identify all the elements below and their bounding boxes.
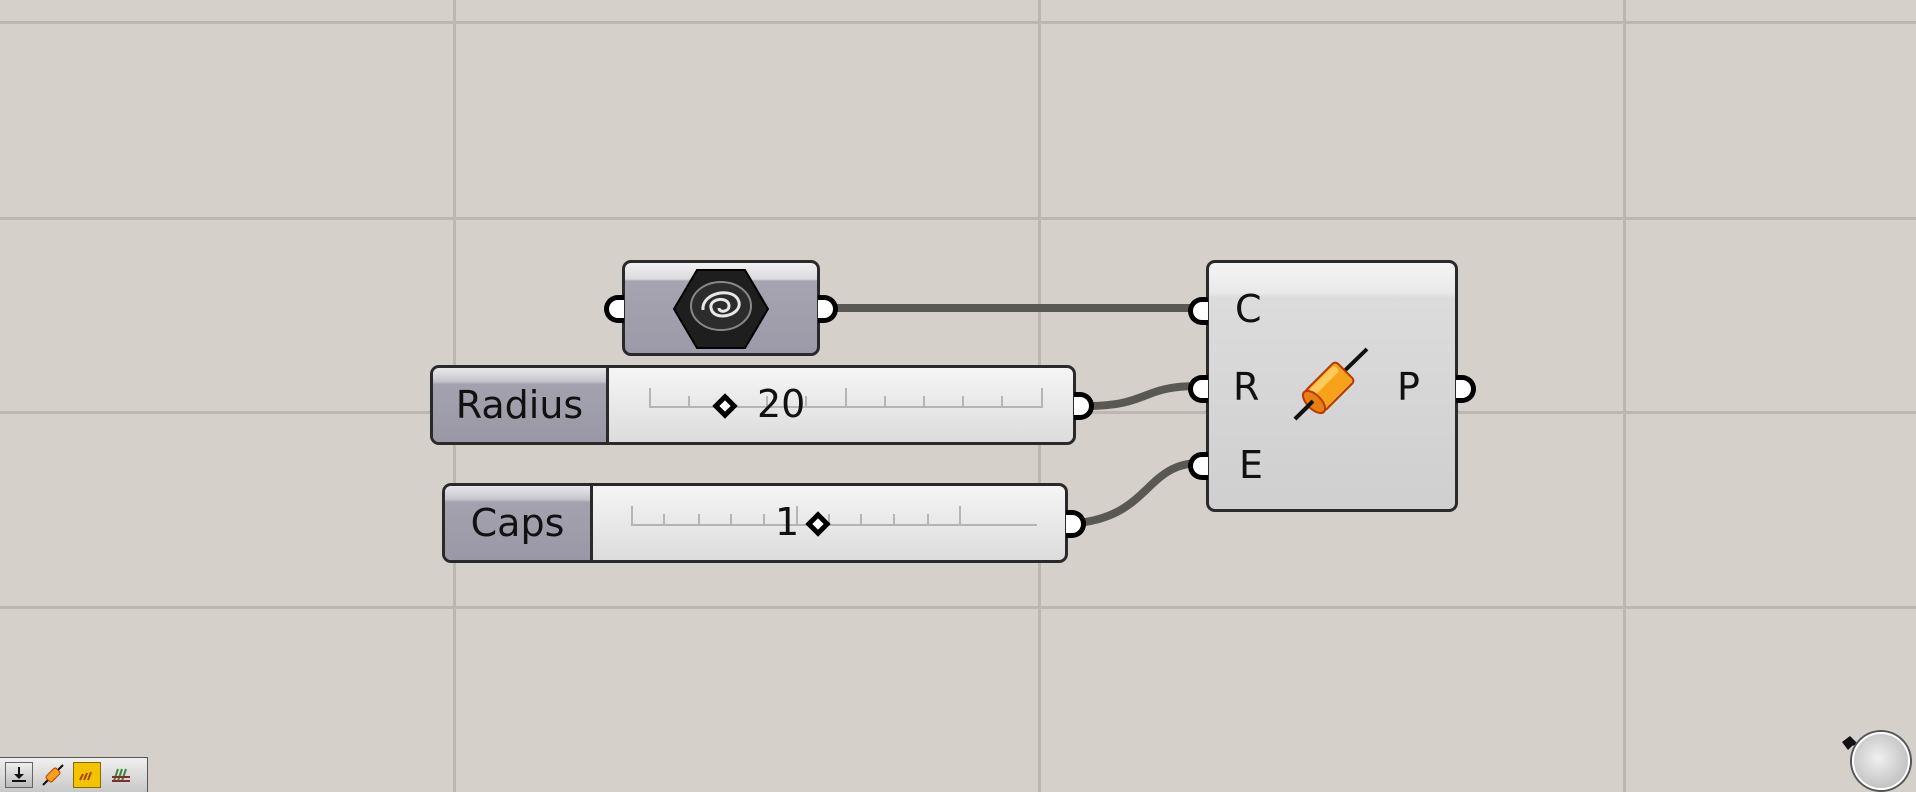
bake-button[interactable] [5, 762, 33, 788]
slider-tick [828, 514, 830, 526]
slider-tick [631, 506, 633, 526]
grid-line [0, 217, 1916, 220]
input-grip[interactable] [604, 295, 624, 323]
canvas-status-toolbar [0, 757, 148, 792]
slider-track[interactable] [631, 504, 1037, 526]
wire-radius-to-R[interactable] [1085, 382, 1199, 410]
wire-display-icon [112, 768, 130, 782]
slider-tick [927, 514, 929, 526]
output-grip[interactable] [818, 295, 838, 323]
grid-line [1623, 0, 1626, 792]
input-label-E: E [1239, 443, 1264, 487]
slider-tick [688, 396, 690, 408]
slider-track[interactable] [649, 386, 1043, 408]
pipe-cylinder-icon [1293, 347, 1369, 421]
slider-tick [730, 514, 732, 526]
slider-tick [805, 396, 807, 408]
slider-tick [796, 506, 798, 526]
slider-tick [893, 514, 895, 526]
caps-number-slider[interactable]: Caps 1 [442, 483, 1086, 563]
navigation-compass-icon[interactable] [1852, 732, 1910, 790]
slider-tick [962, 396, 964, 408]
output-grip[interactable] [1074, 392, 1094, 420]
slider-tick [884, 396, 886, 408]
slider-tick [763, 514, 765, 526]
wire-caps-to-E[interactable] [1077, 459, 1199, 527]
pipe-preview-icon [42, 764, 64, 786]
wire-display-button[interactable] [107, 762, 135, 788]
input-label-C: C [1235, 287, 1262, 331]
input-label-R: R [1233, 365, 1260, 409]
slider-value: 20 [757, 382, 806, 426]
compass-pointer-icon [1842, 736, 1858, 750]
slider-label: Radius [433, 368, 609, 442]
slider-tick [860, 514, 862, 526]
input-grip-R[interactable] [1188, 375, 1208, 403]
mesh-preview-icon [79, 771, 92, 781]
curve-parameter-node[interactable] [604, 260, 838, 356]
pipe-component[interactable]: C R E P [1188, 260, 1476, 512]
output-label-P: P [1397, 365, 1420, 409]
slider-tick [766, 396, 768, 408]
output-grip-P[interactable] [1456, 375, 1476, 403]
mesh-preview-button[interactable] [73, 762, 101, 788]
slider-rail [631, 524, 1037, 526]
grid-line [0, 606, 1916, 609]
curve-spiral-hex-icon [673, 269, 769, 349]
output-grip[interactable] [1066, 510, 1086, 538]
bake-download-icon [12, 767, 26, 782]
radius-number-slider[interactable]: Radius 20 [430, 365, 1094, 445]
grid-line [0, 21, 1916, 24]
preview-button[interactable] [39, 762, 67, 788]
slider-tick [1041, 388, 1043, 408]
input-grip-E[interactable] [1188, 452, 1208, 480]
slider-tick [698, 514, 700, 526]
slider-tick [845, 388, 847, 408]
slider-tick [959, 506, 961, 526]
slider-label: Caps [445, 486, 593, 560]
slider-tick [649, 388, 651, 408]
slider-tick [663, 514, 665, 526]
input-grip-C[interactable] [1188, 297, 1208, 325]
slider-tick [1001, 396, 1003, 408]
slider-tick [923, 396, 925, 408]
slider-value: 1 [775, 500, 800, 544]
